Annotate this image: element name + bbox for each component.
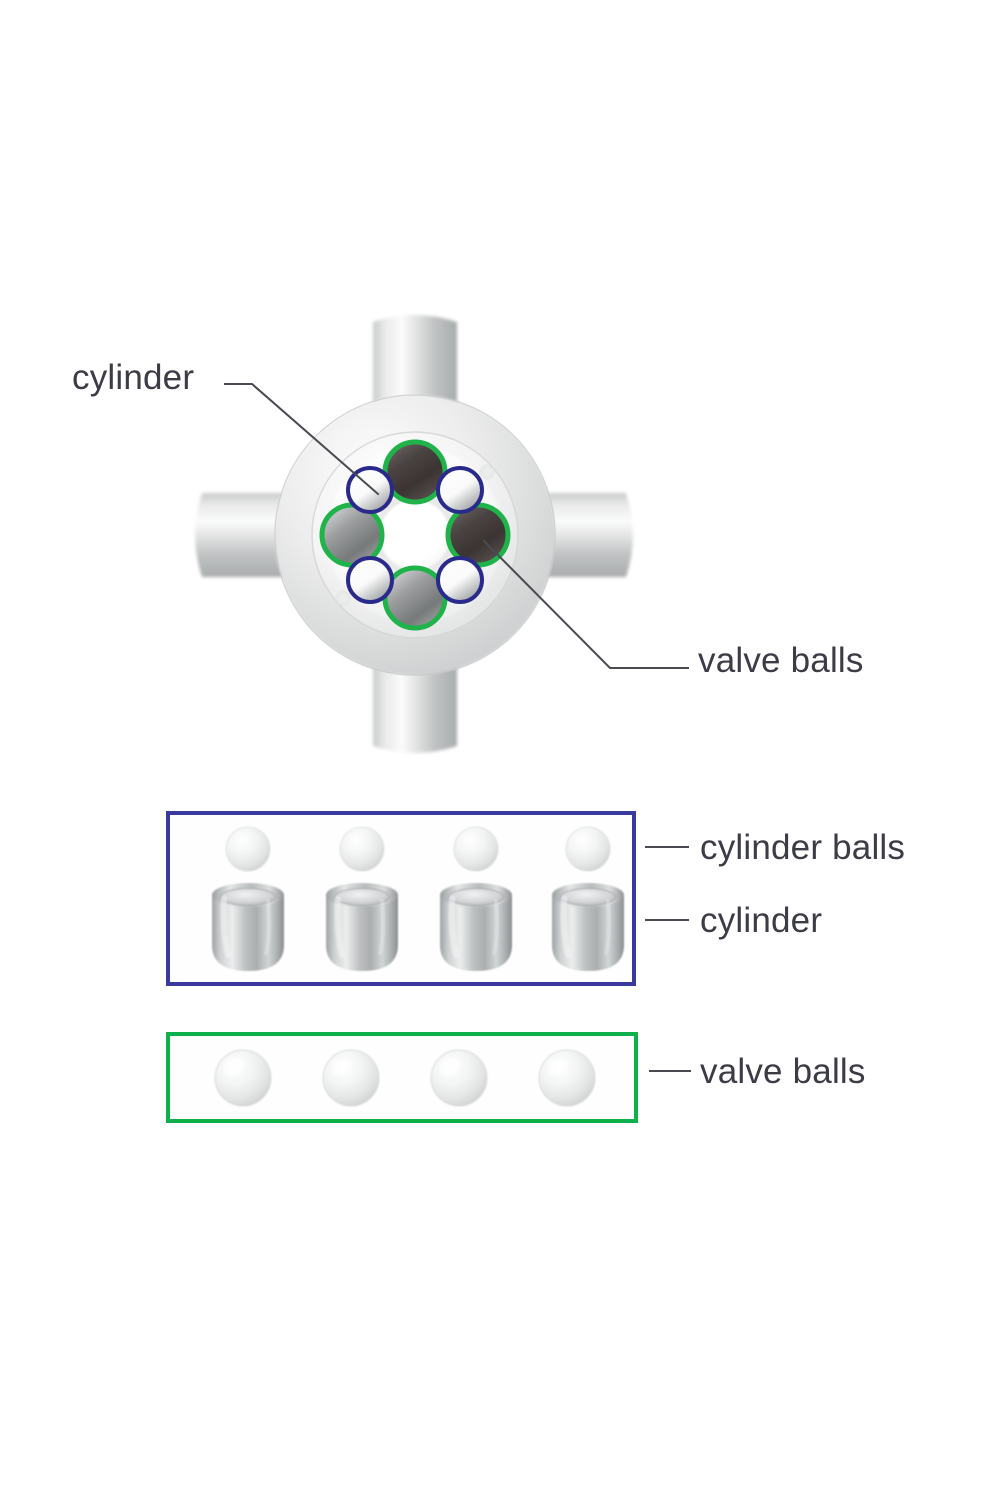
label-valve-balls-top: valve balls bbox=[698, 641, 864, 680]
label-cylinder-lower: cylinder bbox=[700, 901, 823, 940]
valve-bore-east bbox=[445, 502, 511, 568]
pump-body-edge bbox=[274, 394, 556, 676]
valve-bore-south bbox=[382, 565, 448, 631]
pin-hole-lower-left bbox=[336, 591, 350, 605]
valve-ball-row bbox=[170, 1036, 634, 1119]
cylinder-bore-northwest bbox=[346, 466, 394, 514]
cylinder-unit bbox=[312, 823, 412, 981]
label-valve-balls-lower: valve balls bbox=[700, 1052, 866, 1091]
valve-ball-panel bbox=[166, 1032, 638, 1123]
cylinder-bore-southwest bbox=[346, 556, 394, 604]
pump-face-edge bbox=[311, 431, 519, 639]
cylinder-assembly-panel bbox=[166, 811, 636, 986]
valve-ball-unit bbox=[212, 1047, 274, 1109]
center-bore bbox=[380, 500, 450, 570]
cylinder-bore-northeast bbox=[436, 466, 484, 514]
cylinder-unit bbox=[538, 823, 638, 981]
label-cylinder-top: cylinder bbox=[72, 358, 195, 397]
cylinder-unit bbox=[198, 823, 298, 981]
cylinder-unit bbox=[426, 823, 526, 981]
cylinder-ball-shape bbox=[566, 827, 610, 871]
cylinder-bore-southeast bbox=[436, 556, 484, 604]
valve-ball-unit bbox=[428, 1047, 490, 1109]
cylinder-cup-bore bbox=[335, 888, 389, 906]
cylinder-ball-shape bbox=[340, 827, 384, 871]
cylinder-cup-bore bbox=[449, 888, 503, 906]
valve-bore-west bbox=[319, 502, 385, 568]
pump-head-top-view bbox=[180, 300, 650, 770]
valve-ball-unit bbox=[320, 1047, 382, 1109]
cylinder-ball-shape bbox=[454, 827, 498, 871]
label-cylinder-balls: cylinder balls bbox=[700, 828, 906, 867]
pin-hole-upper-right bbox=[480, 465, 494, 479]
valve-bore-north bbox=[382, 439, 448, 505]
cylinder-cup-bore bbox=[221, 888, 275, 906]
cylinder-cup-bore bbox=[561, 888, 615, 906]
cylinder-ball-shape bbox=[226, 827, 270, 871]
valve-ball-unit bbox=[536, 1047, 598, 1109]
cylinder-row bbox=[170, 815, 632, 982]
